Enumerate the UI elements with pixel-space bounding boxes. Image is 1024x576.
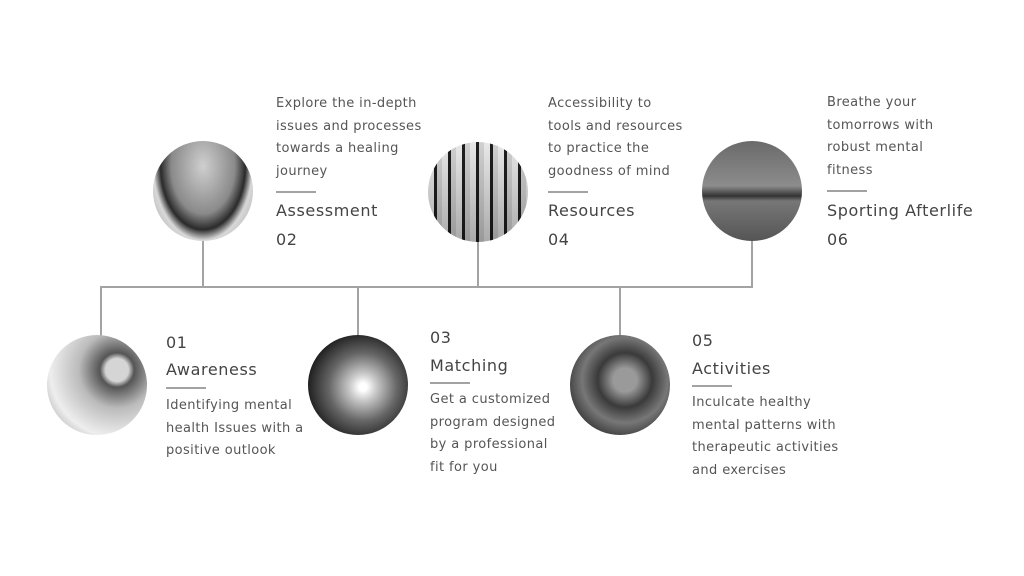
connector-06 <box>751 238 753 287</box>
step-description: Accessibility to tools and resources to … <box>548 96 683 179</box>
timeline-horizontal-line <box>100 286 753 288</box>
step-03: 03 Matching Get a customized program des… <box>430 328 555 479</box>
step-description: Inculcate healthy mental patterns with t… <box>692 395 839 478</box>
step-02: Explore the in-depth issues and processe… <box>276 93 422 250</box>
athlete-photo <box>702 141 802 241</box>
step-title: Resources <box>548 201 636 220</box>
step-title: Matching <box>430 356 509 375</box>
step-title: Awareness <box>166 360 258 379</box>
connector-04 <box>477 240 479 287</box>
step-05: 05 Activities Inculcate healthy mental p… <box>692 331 839 482</box>
step-number: 06 <box>827 230 849 249</box>
divider <box>692 385 732 387</box>
step-number: 03 <box>430 328 452 347</box>
step-number: 02 <box>276 230 298 249</box>
step-description: Explore the in-depth issues and processe… <box>276 96 422 179</box>
step-description: Identifying mental health Issues with a … <box>166 398 304 458</box>
connector-03 <box>357 287 359 337</box>
divider <box>827 190 867 192</box>
divider <box>166 387 206 389</box>
step-number: 05 <box>692 331 714 350</box>
step-title: Sporting Afterlife <box>827 201 974 220</box>
handshake-photo <box>153 141 253 241</box>
crowd-photo <box>428 142 528 242</box>
divider <box>276 191 316 193</box>
step-number: 04 <box>548 230 570 249</box>
robot-photo <box>47 335 147 435</box>
step-description: Breathe your tomorrows with robust menta… <box>827 95 934 178</box>
step-description: Get a customized program designed by a p… <box>430 392 556 475</box>
connector-01 <box>100 287 102 337</box>
woman-laptop-photo <box>570 335 670 435</box>
divider <box>430 382 470 384</box>
step-04: Accessibility to tools and resources to … <box>548 93 683 250</box>
step-01: 01 Awareness Identifying mental health I… <box>166 333 304 463</box>
divider <box>548 191 588 193</box>
step-title: Assessment <box>276 201 378 220</box>
step-06: Breathe your tomorrows with robust menta… <box>827 92 973 250</box>
puzzle-pieces-photo <box>308 335 408 435</box>
connector-02 <box>202 238 204 287</box>
connector-05 <box>619 287 621 337</box>
step-number: 01 <box>166 333 188 352</box>
step-title: Activities <box>692 359 771 378</box>
